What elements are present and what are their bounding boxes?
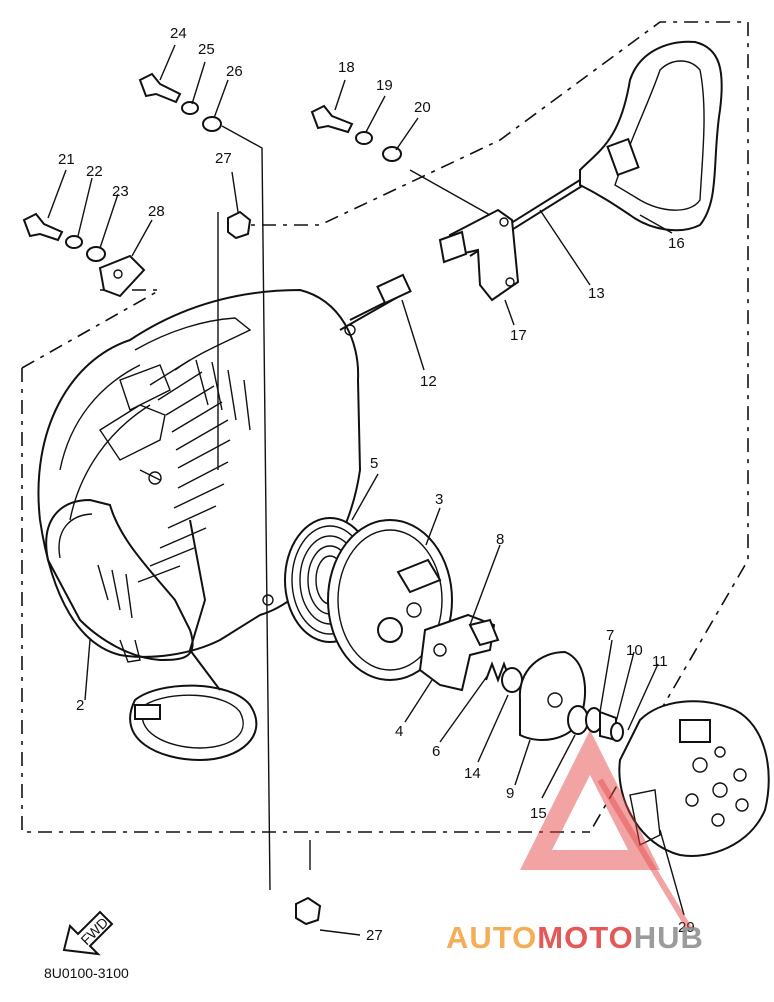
part-label-20: 20 (414, 99, 431, 116)
part-label-4: 4 (395, 723, 403, 740)
part-label-28: 28 (148, 203, 165, 220)
part-label-23: 23 (112, 183, 129, 200)
part-label-22: 22 (86, 163, 103, 180)
part-label-6: 6 (432, 743, 440, 760)
automotohub-watermark: AUTOMOTOHUB (446, 730, 704, 955)
watermark-hub: HUB (634, 920, 704, 955)
leader-lines (47, 44, 685, 936)
part-label-26: 26 (226, 63, 243, 80)
part-label-24: 24 (170, 25, 187, 42)
part-label-27-bottom: 27 (366, 927, 383, 944)
svg-text:AUTOMOTOHUB: AUTOMOTOHUB (446, 920, 704, 955)
rope-pulley (327, 519, 453, 681)
part-label-11: 11 (652, 653, 668, 670)
part-label-19: 19 (376, 77, 393, 94)
hardware (22, 72, 402, 926)
watermark-triangle-icon (520, 730, 660, 870)
part-label-17: 17 (510, 327, 527, 344)
part-label-9: 9 (506, 785, 514, 802)
starter-case (37, 288, 362, 663)
watermark-moto: MOTO (537, 920, 633, 955)
diagram-code: 8U0100-3100 (44, 965, 129, 981)
part-label-29: 29 (678, 919, 695, 936)
part-label-21: 21 (58, 151, 75, 168)
starter-handle (579, 40, 723, 232)
part-label-27-top: 27 (215, 150, 232, 167)
starter-cover (618, 700, 770, 857)
part-label-10: 10 (626, 642, 643, 659)
part-label-13: 13 (588, 285, 605, 302)
part-label-14: 14 (464, 765, 481, 782)
part-label-15: 15 (530, 805, 547, 822)
drive-pawl (418, 613, 500, 692)
rope-guide-bracket (438, 208, 520, 302)
part-label-12: 12 (420, 373, 437, 390)
fwd-arrow-icon: FWD (62, 910, 114, 956)
gasket (45, 498, 194, 662)
part-label-16: 16 (668, 235, 685, 252)
part-label-18: 18 (338, 59, 355, 76)
part-numbers: 24 25 26 18 19 20 21 22 23 28 27 16 13 1… (58, 25, 695, 944)
part-label-2: 2 (76, 697, 84, 714)
return-spring (485, 661, 523, 693)
part-label-8: 8 (496, 531, 504, 548)
cord-loop (129, 519, 258, 762)
part-label-7: 7 (606, 627, 614, 644)
part-label-5: 5 (370, 455, 378, 472)
center-stack (567, 705, 624, 742)
part-label-3: 3 (435, 491, 443, 508)
watermark-auto: AUTO (446, 920, 537, 955)
part-label-25: 25 (198, 41, 215, 58)
